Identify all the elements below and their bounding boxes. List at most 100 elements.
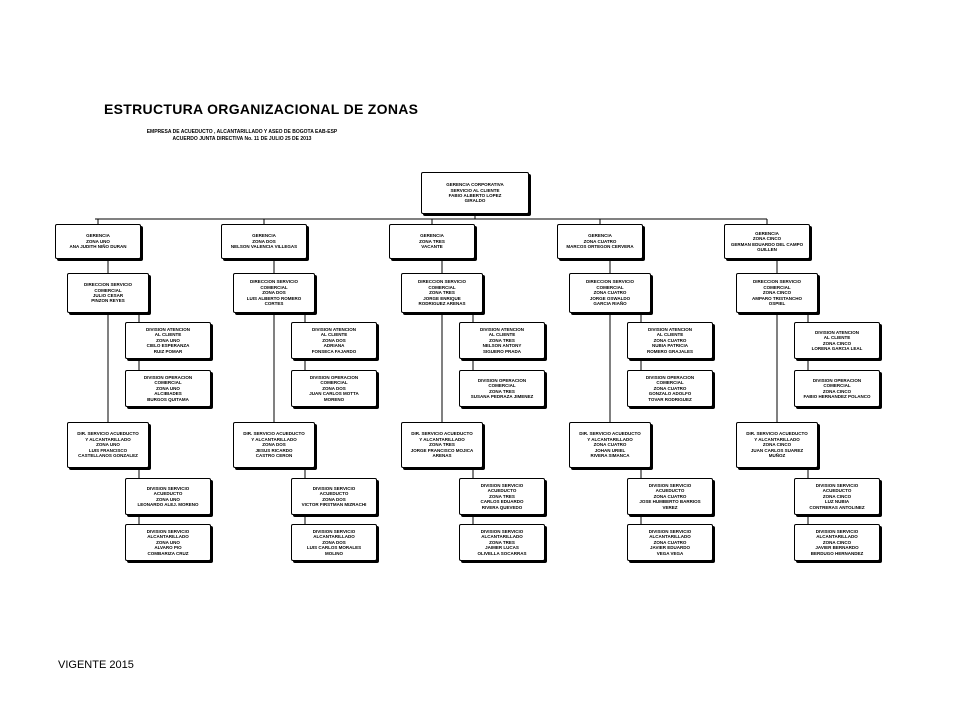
node-text-line: DIRECCION SERVICIO	[753, 279, 801, 285]
node-text-line: AL CLIENTE	[823, 335, 851, 341]
node-text-line: MUÑOZ	[768, 453, 786, 459]
node-text-line: ARENAS	[432, 453, 452, 459]
node-text-line: DIVISION ATENCION	[145, 326, 190, 332]
node-text-line: JAIMER LUCAS	[485, 545, 519, 551]
node-text-line: ZONA CUATRO	[653, 539, 687, 545]
node-text-line: ZONA UNO	[156, 539, 180, 545]
node-text-line: COMERCIAL	[656, 380, 684, 386]
node-text-line: TOVAR RODRIGUEZ	[648, 396, 692, 402]
node-text-line: ALVARO PIO	[154, 545, 182, 551]
node-text-line: Y ALCANTARILLADO	[85, 436, 131, 442]
node-text-line: ALCANTARILLADO	[481, 534, 523, 540]
node-text-line: DIR. SERVICIO ACUEDUCTO	[579, 431, 641, 437]
node-text-line: BURGOS QUITAMA	[147, 396, 189, 402]
node-text-line: DIVISION SERVICIO	[146, 528, 190, 534]
node-text-line: DIVISION SERVICIO	[480, 528, 524, 534]
node-text-line: RIVERA SIMANCA	[590, 453, 630, 459]
node-text-line: CIELO ESPERANZA	[146, 343, 190, 349]
node-text-line: BERDUGO HERNANDEZ	[810, 550, 864, 556]
node-text-line: ZONA UNO	[156, 337, 180, 343]
node-text-line: ZONA CINCO	[762, 442, 792, 448]
node-text-line: ZONA CUATRO	[653, 493, 687, 499]
node-text-line: FONSECA FAJARDO	[311, 348, 357, 354]
node-text-line: ALCANTARILLADO	[147, 534, 189, 540]
node-text-line: GERENCIA	[86, 233, 110, 239]
node-text-line: SERVICIO AL CLIENTE	[450, 187, 500, 193]
node-text-line: ZONA TRES	[489, 539, 515, 545]
node-text-line: JAVIER BERNARDO	[815, 545, 859, 551]
node-text-line: COMBARIZA CRUZ	[147, 550, 189, 556]
node-text-line: OSPIEL	[768, 301, 786, 307]
node-text-line: COMERCIAL	[428, 284, 456, 290]
node-text-line: GERENCIA CORPORATIVA	[446, 182, 504, 188]
node-text-line: ACUEDUCTO	[487, 488, 517, 494]
node-text-line: GUILLEN	[757, 246, 777, 252]
node-text-line: ZONA UNO	[96, 442, 120, 448]
node-text-line: COMERCIAL	[488, 383, 516, 389]
node-text-line: ZONA DOS	[322, 337, 346, 343]
node-text-line: VICTOR FIRSTMAN MIZRACHI	[301, 501, 367, 507]
node-text-line: DIVISION SERVICIO	[312, 485, 356, 491]
node-text-line: JOHAN URIEL	[594, 447, 626, 453]
node-text-line: PINZON REYES	[91, 298, 125, 304]
node-text-line: DIVISION OPERACION	[645, 374, 695, 380]
node-text-line: GERENCIA	[252, 233, 276, 239]
node-text-line: Y ALCANTARILLADO	[754, 436, 800, 442]
node-text-line: AL CLIENTE	[656, 332, 684, 338]
node-text-line: RIVERA QUEVEDO	[481, 504, 523, 510]
node-text-line: MORENO	[323, 396, 345, 402]
node-text-line: DIVISION SERVICIO	[648, 482, 692, 488]
node-text-line: CARLOS EDUARDO	[480, 499, 524, 505]
node-text-line: RODRIGUEZ ARENAS	[418, 301, 466, 307]
node-text-line: CONTRERAS ANTOLINEZ	[809, 504, 865, 510]
node-text-line: ZONA DOS	[322, 496, 346, 502]
node-text-line: ACUEDUCTO	[153, 491, 183, 497]
node-text-line: ZONA CUATRO	[593, 290, 627, 296]
node-text-line: NELSON VALENCIA VILLEGAS	[230, 244, 298, 250]
node-text-line: ZONA DOS	[252, 238, 276, 244]
footer-validity-label: VIGENTE 2015	[58, 659, 134, 671]
node-text-line: COMERCIAL	[823, 383, 851, 389]
node-text-line: ZONA CUATRO	[653, 385, 687, 391]
node-text-line: COMERCIAL	[260, 284, 288, 290]
node-text-line: AL CLIENTE	[320, 332, 348, 338]
node-text-line: GERENCIA	[420, 233, 444, 239]
node-text-line: Y ALCANTARILLADO	[419, 436, 465, 442]
node-text-line: COMERCIAL	[596, 284, 624, 290]
node-text-line: DIVISION OPERACION	[143, 374, 193, 380]
node-text-line: LUIS FRANCISCO	[88, 447, 128, 453]
node-text-line: LUIS ALBERTO ROMERO	[246, 295, 302, 301]
node-text-line: DIVISION ATENCION	[814, 329, 859, 335]
subtitle-line: EMPRESA DE ACUEDUCTO , ALCANTARILLADO Y …	[146, 129, 338, 135]
node-text-line: LUIS CARLOS MORALES	[306, 545, 362, 551]
node-text-line: ACUEDUCTO	[655, 488, 685, 494]
node-text-line: COMERCIAL	[94, 287, 122, 293]
node-text-line: ZONA UNO	[156, 496, 180, 502]
document-subtitle: EMPRESA DE ACUEDUCTO , ALCANTARILLADO Y …	[122, 129, 362, 143]
node-text-line: FABIO HERNANDEZ POLANCO	[803, 393, 871, 399]
node-text-line: DIRECCION SERVICIO	[586, 279, 634, 285]
node-text-line: DIVISION ATENCION	[479, 326, 524, 332]
node-text-line: AMPARO TRISTANCHO	[751, 295, 803, 301]
